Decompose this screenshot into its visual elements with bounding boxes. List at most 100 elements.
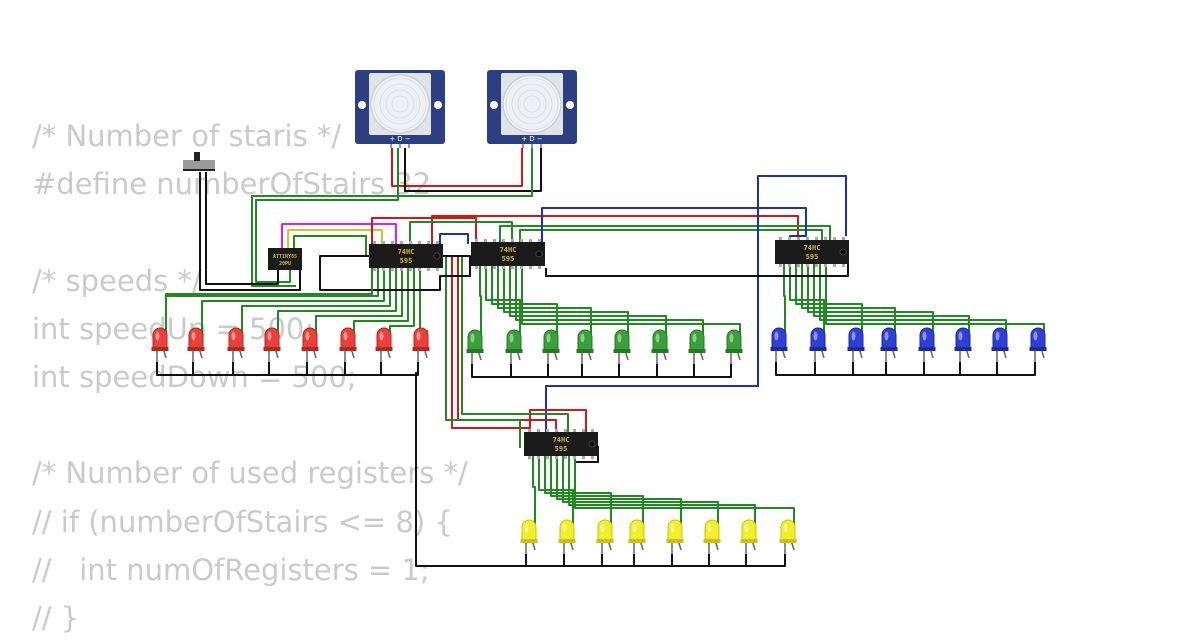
sensor-wire xyxy=(251,148,533,287)
chip-pin xyxy=(373,241,376,244)
led-highlight xyxy=(524,523,529,533)
chip-pin xyxy=(427,241,430,244)
led-rim xyxy=(339,347,357,351)
output-wire xyxy=(509,266,667,346)
led-highlight xyxy=(995,331,1000,341)
led-body xyxy=(467,329,483,352)
led-highlight xyxy=(155,331,160,341)
output-wire xyxy=(556,456,682,536)
red-led xyxy=(375,327,393,362)
chip-label: 595 xyxy=(806,253,819,261)
chip-pin xyxy=(511,266,514,269)
fresnel-lens xyxy=(502,74,562,134)
led-rim xyxy=(770,347,788,351)
chip-pin xyxy=(546,429,549,432)
chip-label: 595 xyxy=(502,255,515,263)
chip-pin xyxy=(436,268,439,271)
green-led xyxy=(651,329,669,364)
lens-ring xyxy=(517,89,547,119)
led-highlight xyxy=(379,331,384,341)
led-body xyxy=(780,519,796,542)
led-body xyxy=(521,519,537,542)
led-rim xyxy=(187,347,205,351)
chip-pin xyxy=(520,239,523,242)
blue-led xyxy=(918,327,936,362)
led-body xyxy=(810,327,826,350)
blue-led xyxy=(770,327,788,362)
chip-pin xyxy=(537,456,540,459)
ground-rail xyxy=(471,364,732,378)
led-rim xyxy=(613,349,631,353)
led-body xyxy=(376,327,392,350)
ground-rail xyxy=(775,362,1036,376)
blue-led xyxy=(880,327,898,362)
led-rim xyxy=(375,347,393,351)
led-rim xyxy=(576,349,594,353)
output-wire xyxy=(165,268,373,340)
led-highlight xyxy=(729,333,734,343)
led-body xyxy=(848,327,864,350)
chip-pin xyxy=(418,268,421,271)
output-wire xyxy=(503,266,629,346)
chip-pin xyxy=(842,237,845,240)
led-rim xyxy=(880,347,898,351)
led-rim xyxy=(1029,347,1047,351)
output-wire xyxy=(497,266,592,346)
yellow-led xyxy=(596,519,614,554)
chip-body xyxy=(369,244,443,268)
code-line: // int numOfRegisters = 1; xyxy=(32,552,430,587)
mount-hole xyxy=(566,101,574,109)
led-highlight xyxy=(509,333,514,343)
mcu-label: ATTINY85 xyxy=(273,254,297,260)
led-highlight xyxy=(670,523,675,533)
led-highlight xyxy=(958,331,963,341)
mount-hole xyxy=(434,101,442,109)
led-body xyxy=(340,327,356,350)
red-led xyxy=(301,327,319,362)
chip-pin xyxy=(573,456,576,459)
led-highlight xyxy=(1033,331,1038,341)
red-led xyxy=(263,327,281,362)
data-wire xyxy=(519,229,823,244)
chip-label: 595 xyxy=(400,257,413,265)
chip-pin xyxy=(528,429,531,432)
lens-ring xyxy=(511,83,553,125)
chip-pin xyxy=(484,266,487,269)
parts-layer: + D −+ D −ATTINY8520PU74HC59574HC59574HC… xyxy=(151,70,1047,554)
led-highlight xyxy=(813,331,818,341)
led-body xyxy=(689,329,705,352)
chip-pin xyxy=(564,456,567,459)
output-wire xyxy=(544,456,612,536)
chip-pin xyxy=(475,266,478,269)
chip-pin xyxy=(382,268,385,271)
led-body xyxy=(543,329,559,352)
led-highlight xyxy=(884,331,889,341)
mcu-label: 20PU xyxy=(279,261,291,267)
chip-pin xyxy=(391,241,394,244)
led-highlight xyxy=(470,333,475,343)
control-wire xyxy=(281,223,397,248)
led-body xyxy=(955,327,971,350)
chip-pin xyxy=(538,266,541,269)
chip-pin xyxy=(564,429,567,432)
fresnel-lens xyxy=(370,74,430,134)
red-led xyxy=(187,327,205,362)
power-wire xyxy=(391,148,523,187)
chip-pin xyxy=(382,241,385,244)
data-wire xyxy=(445,256,521,448)
chip-pin xyxy=(427,268,430,271)
output-wire xyxy=(532,456,536,536)
led-body xyxy=(1030,327,1046,350)
chip-pin xyxy=(373,268,376,271)
chip-pin xyxy=(537,429,540,432)
output-wire xyxy=(515,266,704,346)
data-wire xyxy=(461,256,569,432)
led-highlight xyxy=(600,523,605,533)
blue-led xyxy=(809,327,827,362)
chip-notch xyxy=(839,248,847,256)
chip-pin xyxy=(502,239,505,242)
yellow-led xyxy=(740,519,758,554)
led-rim xyxy=(520,539,538,543)
led-body xyxy=(704,519,720,542)
